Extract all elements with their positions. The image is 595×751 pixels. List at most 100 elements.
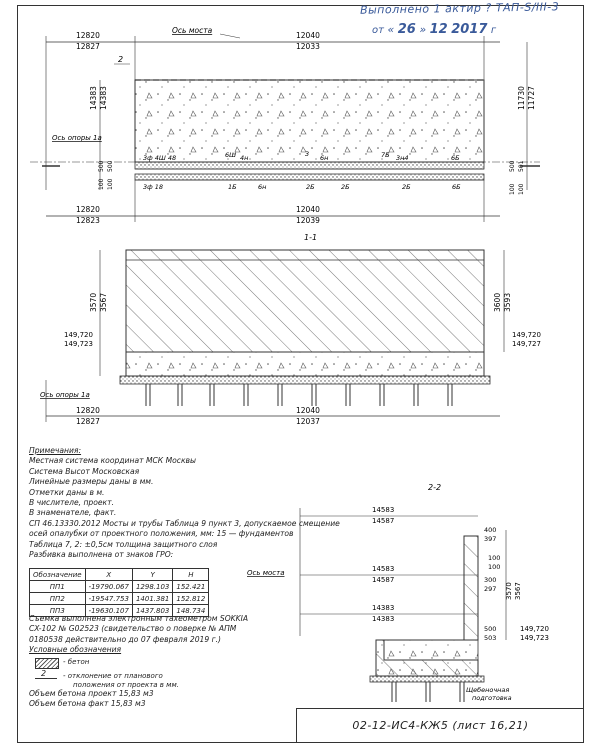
rebar-labels-bottom: 3ф 18 1Б 6н 2Б 2Б 2Б 6Б	[143, 183, 461, 191]
dim-bot-mid-b: 12039	[296, 216, 320, 225]
dim-left-b: 14383	[99, 86, 108, 110]
s11-dim-bot-left-a: 12820	[76, 406, 100, 415]
svg-text:3ф 4Ш 48: 3ф 4Ш 48	[143, 154, 176, 162]
note-line: Отметки даны в м.	[29, 487, 105, 497]
volume-fact: Объем бетона факт 15,83 м3	[29, 699, 146, 708]
table-row: ПП2 -19547.753 1401.381 152.812	[29, 592, 210, 605]
deviation-text2: положения от проекта в мм.	[73, 681, 179, 689]
dim-bot-mid-a: 12040	[296, 205, 320, 214]
svg-text:6н: 6н	[320, 154, 328, 162]
svg-text:100: 100	[488, 554, 500, 562]
dim-bot-left-b: 12823	[76, 216, 100, 225]
s22-tall-a: 3570	[505, 582, 513, 600]
svg-text:3н4: 3н4	[396, 154, 409, 162]
section11-wall	[125, 249, 485, 353]
section11-piles	[145, 384, 453, 406]
s22-gravel: Щебеночная	[466, 686, 509, 694]
s22-dim1-a: 14583	[372, 506, 394, 514]
s22-small-dims: 400 397 100 100 300 297 500 503	[484, 526, 500, 642]
legend: - бетон 2 - отклонение от планового поло…	[29, 656, 289, 689]
dim-top-left-a: 12820	[76, 31, 100, 40]
s22-bridge-axis: Ось моста	[247, 569, 285, 577]
note-line: осей опалубки от проектного положения, м…	[29, 529, 294, 539]
note-line: В числителе, проект.	[29, 498, 114, 508]
table-cell: 152.421	[172, 580, 210, 593]
dim-right-a: 11730	[517, 86, 526, 110]
section22-title: 2-2	[428, 483, 441, 492]
s11-dim-left-a: 3570	[89, 293, 98, 312]
table-cell: 1437.803	[131, 604, 174, 617]
svg-text:100: 100	[98, 178, 105, 190]
note-line: Съемка выполнена электронным тахеометром…	[29, 614, 249, 623]
svg-text:6Б: 6Б	[451, 154, 460, 162]
svg-text:6Б: 6Б	[452, 183, 461, 191]
svg-text:1Б: 1Б	[228, 183, 237, 191]
svg-text:397: 397	[484, 535, 496, 543]
legend-concrete: - бетон	[29, 656, 289, 670]
dim-top-left-b: 12827	[76, 42, 100, 51]
s22-dim2-a: 14583	[372, 565, 394, 573]
s11-elev-left-a: 149,720	[64, 331, 93, 339]
s22-gravel2: подготовка	[472, 694, 512, 702]
bridge-axis-label: Ось моста	[172, 26, 213, 35]
s22-elev-a: 149,720	[520, 625, 549, 633]
survey-points-table: Обозначение X Y H ПП1 -19790.067 1298.10…	[29, 568, 210, 617]
svg-text:400: 400	[484, 526, 496, 534]
s22-dim2-b: 14587	[372, 576, 394, 584]
dim-bot-left-a: 12820	[76, 205, 100, 214]
deviation-num: 2	[41, 669, 47, 678]
volume-project: Объем бетона проект 15,83 м3	[29, 689, 154, 698]
section11-footing	[125, 351, 485, 377]
s22-dim3-a: 14383	[372, 604, 394, 612]
small-dims-left: 500 500 100 100	[98, 160, 114, 190]
svg-text:500: 500	[98, 160, 105, 172]
table-cell: -19547.753	[84, 592, 133, 605]
svg-text:2Б: 2Б	[306, 183, 315, 191]
dim-right-b: 11727	[527, 86, 536, 110]
note-line: CX-102 № G02523 (свидетельство о поверке…	[29, 624, 237, 634]
s11-dim-bot-mid-b: 12037	[296, 417, 320, 426]
s11-elev-left-b: 149,723	[64, 340, 93, 348]
notes-block: Примечания: Местная система координат МС…	[29, 446, 340, 560]
note-line: Таблица 7, 2: ±0,5см толщина защитного с…	[29, 539, 218, 549]
svg-text:500: 500	[484, 625, 496, 633]
dim-top-mid-b: 12033	[296, 42, 320, 51]
stamp-date: от « 26 » 12 2017 г	[372, 22, 497, 37]
svg-text:297: 297	[484, 585, 496, 593]
s11-support-axis: Ось опоры 1а	[40, 391, 90, 399]
note-line: 0180538 действительно до 07 февраля 2019…	[29, 634, 221, 644]
title-block: 02-12-ИС4-КЖ5 (лист 16,21)	[296, 708, 584, 743]
dim-top-mid-a: 12040	[296, 31, 320, 40]
section11-gravel	[119, 375, 491, 385]
svg-text:100: 100	[488, 563, 500, 571]
s22-dim1-b: 14587	[372, 517, 394, 525]
s11-dim-left-b: 3567	[99, 293, 108, 312]
svg-text:6Ш: 6Ш	[225, 151, 236, 159]
svg-text:100: 100	[509, 183, 516, 195]
survey-notes: Съемка выполнена электронным тахеометром…	[29, 614, 299, 656]
table-cell: -19790.067	[84, 580, 133, 593]
note-line: В знаменателе, факт.	[29, 508, 117, 518]
table-row: ПП1 -19790.067 1298.103 152.421	[29, 580, 210, 593]
acceptance-stamp: Выполнено 1 актир ? ТАП-S/III-3 от « 26 …	[360, 0, 590, 40]
s11-elev-right-b: 149,727	[512, 340, 541, 348]
note-line: СП 46.13330.2012 Мосты и трубы Таблица 9…	[29, 518, 340, 528]
table-header: H	[172, 568, 210, 581]
concrete-swatch	[35, 658, 59, 669]
s22-dim3-b: 14383	[372, 615, 394, 623]
note-line: Система Высот Московская	[29, 466, 140, 476]
svg-text:500: 500	[509, 160, 516, 172]
table-header: Обозначение	[29, 568, 86, 581]
note-line: Местная система координат МСК Москвы	[29, 456, 197, 466]
svg-text:2Б: 2Б	[402, 183, 411, 191]
svg-text:100: 100	[107, 178, 114, 190]
notes-header: Примечания:	[29, 446, 82, 455]
s22-tall-b: 3567	[514, 582, 522, 600]
table-header: X	[84, 568, 133, 581]
concrete-volumes: Объем бетона проект 15,83 м3 Объем бетон…	[29, 689, 154, 709]
note-line: Разбивка выполнена от знаков ГРО:	[29, 550, 174, 560]
table-cell: 152.812	[172, 592, 210, 605]
table-cell: 1298.103	[131, 580, 174, 593]
